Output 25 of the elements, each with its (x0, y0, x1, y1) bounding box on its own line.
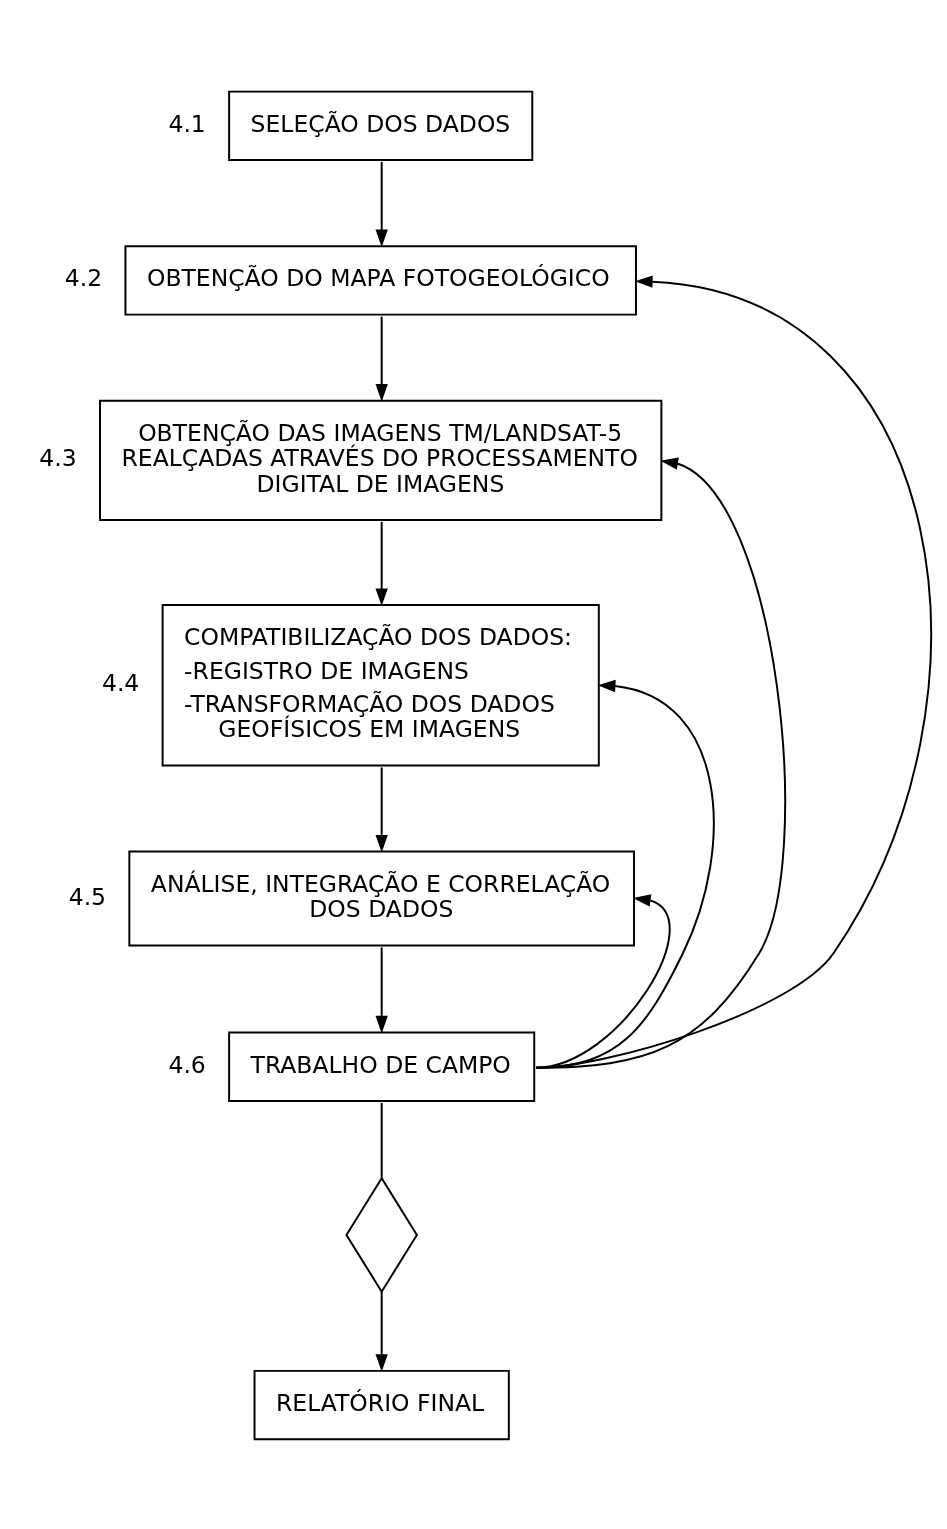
arrow (375, 766, 388, 853)
arrow (375, 520, 388, 607)
node-box: SELEÇÃO DOS DADOS (228, 90, 534, 162)
node-box: TRABALHO DE CAMPO (228, 1031, 536, 1102)
arrow (375, 946, 388, 1034)
arrow (535, 894, 671, 1069)
node-label: 4.1 (168, 109, 206, 138)
arrow (535, 679, 715, 1069)
node-label: 4.5 (68, 882, 107, 911)
node-label: 4.4 (101, 669, 140, 698)
node-box: COMPATIBILIZAÇÃO DOS DADOS: -REGISTRO DE IMAGENS -TRANSFORMAÇÃO DOS DADOS GEOFÍSICOS EM IMAGENS (161, 604, 600, 767)
node-label: 4.3 (39, 444, 77, 473)
arrow (375, 315, 388, 402)
node-label: 4.2 (64, 264, 103, 293)
node-box: ANÁLISE, INTEGRAÇÃO E CORRELAÇÃO DOS DADOS (128, 850, 635, 947)
node-label: 4.6 (168, 1050, 206, 1079)
node-box: OBTENÇÃO DAS IMAGENS TM/LANDSAT-5 REALÇADAS ATRAVÉS DO PROCESSAMENTO DIGITAL DE IMAGENS (99, 399, 663, 521)
node-box: RELATÓRIO FINAL (253, 1369, 510, 1441)
node-box: OBTENÇÃO DO MAPA FOTOGEOLÓGICO (124, 245, 637, 316)
arrow (535, 457, 787, 1069)
arrow (375, 161, 388, 248)
connector (380, 1101, 383, 1180)
arrow (535, 275, 931, 1069)
arrow (375, 1290, 388, 1372)
node-diamond (345, 1176, 419, 1294)
